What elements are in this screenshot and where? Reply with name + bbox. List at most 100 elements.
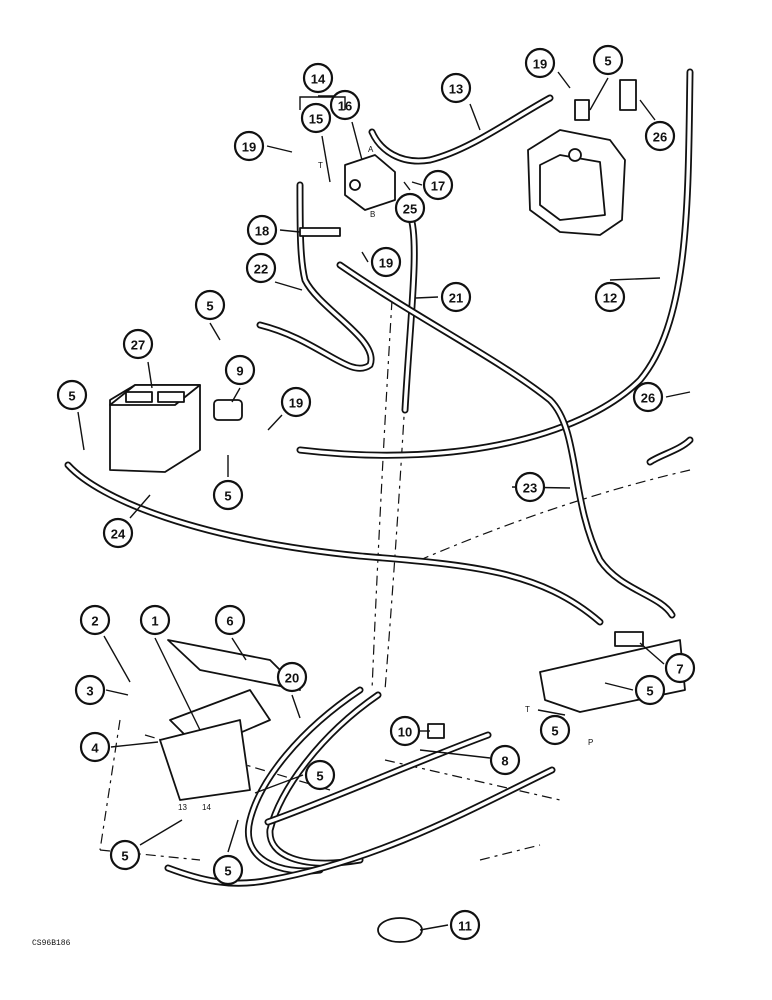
callout-label: 9 [236,364,243,379]
callout-c9: 9 [224,354,256,386]
callout-label: 5 [68,389,75,404]
valve-block-16 [344,154,396,211]
dash-route-3 [419,469,691,561]
callout-circle [56,379,88,411]
callout-c19c: 19 [370,246,402,278]
leader-c6 [231,637,247,661]
hose-clamp-11 [377,917,423,943]
port-letter-a: A [368,145,374,154]
callout-c11: 11 [449,909,481,941]
callout-label: 17 [431,179,445,194]
callout-c5d: 5 [592,44,624,76]
callout-label: 6 [226,614,233,629]
callout-label: 19 [533,57,547,72]
callout-label: 15 [309,112,323,127]
leader-c5b [77,411,85,451]
callout-label: 26 [653,130,667,145]
pedal-bracket [159,719,251,801]
leader-c22 [274,281,303,291]
callout-circle [489,744,521,776]
leader-c18 [279,229,301,233]
callout-label: 23 [523,481,537,496]
callout-circle [109,839,141,871]
callout-label: 22 [254,262,268,277]
callout-circle [233,130,265,162]
valve-port-16 [349,179,361,191]
callout-c5i: 5 [212,854,244,886]
callout-circle [102,517,134,549]
leader-c4 [110,741,159,748]
callout-label: 13 [449,82,463,97]
callout-label: 21 [449,291,463,306]
callout-circle [389,715,421,747]
callout-c5f: 5 [539,714,571,746]
control-valve-body [539,154,606,221]
callout-circle [440,281,472,313]
callout-label: 5 [224,489,231,504]
leader-c5g [254,774,304,794]
callout-c26b: 26 [632,381,664,413]
port-letter-13: 13 [178,803,187,812]
leader-c20 [291,694,301,719]
callouts: 1234555555555678910111213141516171819191… [56,44,696,941]
callout-label: 4 [91,741,99,756]
valve-27-cap-b [157,391,185,403]
callout-label: 5 [551,724,558,739]
leader-c17 [411,181,423,186]
callout-c23: 23 [514,471,546,503]
callout-label: 19 [379,256,393,271]
callout-circle [212,479,244,511]
leader-c19c [361,251,369,263]
callout-circle [194,289,226,321]
fitting-26-upper [619,79,637,111]
leader-c8 [419,749,491,759]
callout-c10: 10 [389,715,421,747]
port-letter-14: 14 [202,803,211,812]
callout-circle [276,661,308,693]
port-letter-t2: T [525,705,530,714]
callout-circle [300,102,332,134]
tee-fitting-7 [614,631,644,647]
callout-c17: 17 [422,169,454,201]
callout-circle [634,674,666,706]
leader-c19b [557,71,571,89]
callout-label: 27 [131,338,145,353]
leader-c27 [147,361,153,389]
leader-c19a [266,145,293,153]
leader-c24 [129,494,151,519]
callout-c14: 14 [302,62,334,94]
callout-label: 18 [255,224,269,239]
leader-c2 [103,635,131,683]
dash-plate-bottom [479,844,541,861]
callout-c27: 27 [122,328,154,360]
callout-c19d: 19 [280,386,312,418]
valve-27-cap-a [125,391,153,403]
callout-circle [214,604,246,636]
callout-c5h: 5 [109,839,141,871]
callout-c5g: 5 [304,759,336,791]
callout-label: 3 [86,684,93,699]
callout-circle [370,246,402,278]
callout-circle [394,192,426,224]
callout-label: 26 [641,391,655,406]
callout-circle [302,62,334,94]
callout-c18: 18 [246,214,278,246]
hose-13 [368,94,554,165]
pedal-6 [167,639,301,691]
callout-label: 7 [676,662,683,677]
callout-c1: 1 [139,604,171,636]
callout-circle [139,604,171,636]
port-letter-b: B [370,210,375,219]
leader-c7 [639,642,665,665]
callout-c5a: 5 [194,289,226,321]
leader-c5d [589,77,609,111]
callout-label: 19 [242,140,256,155]
callout-circle [539,714,571,746]
leader-c1 [154,637,201,731]
callout-circle [644,120,676,152]
callout-circle [592,44,624,76]
dash-route-1 [371,299,393,691]
leader-c9 [231,387,241,403]
